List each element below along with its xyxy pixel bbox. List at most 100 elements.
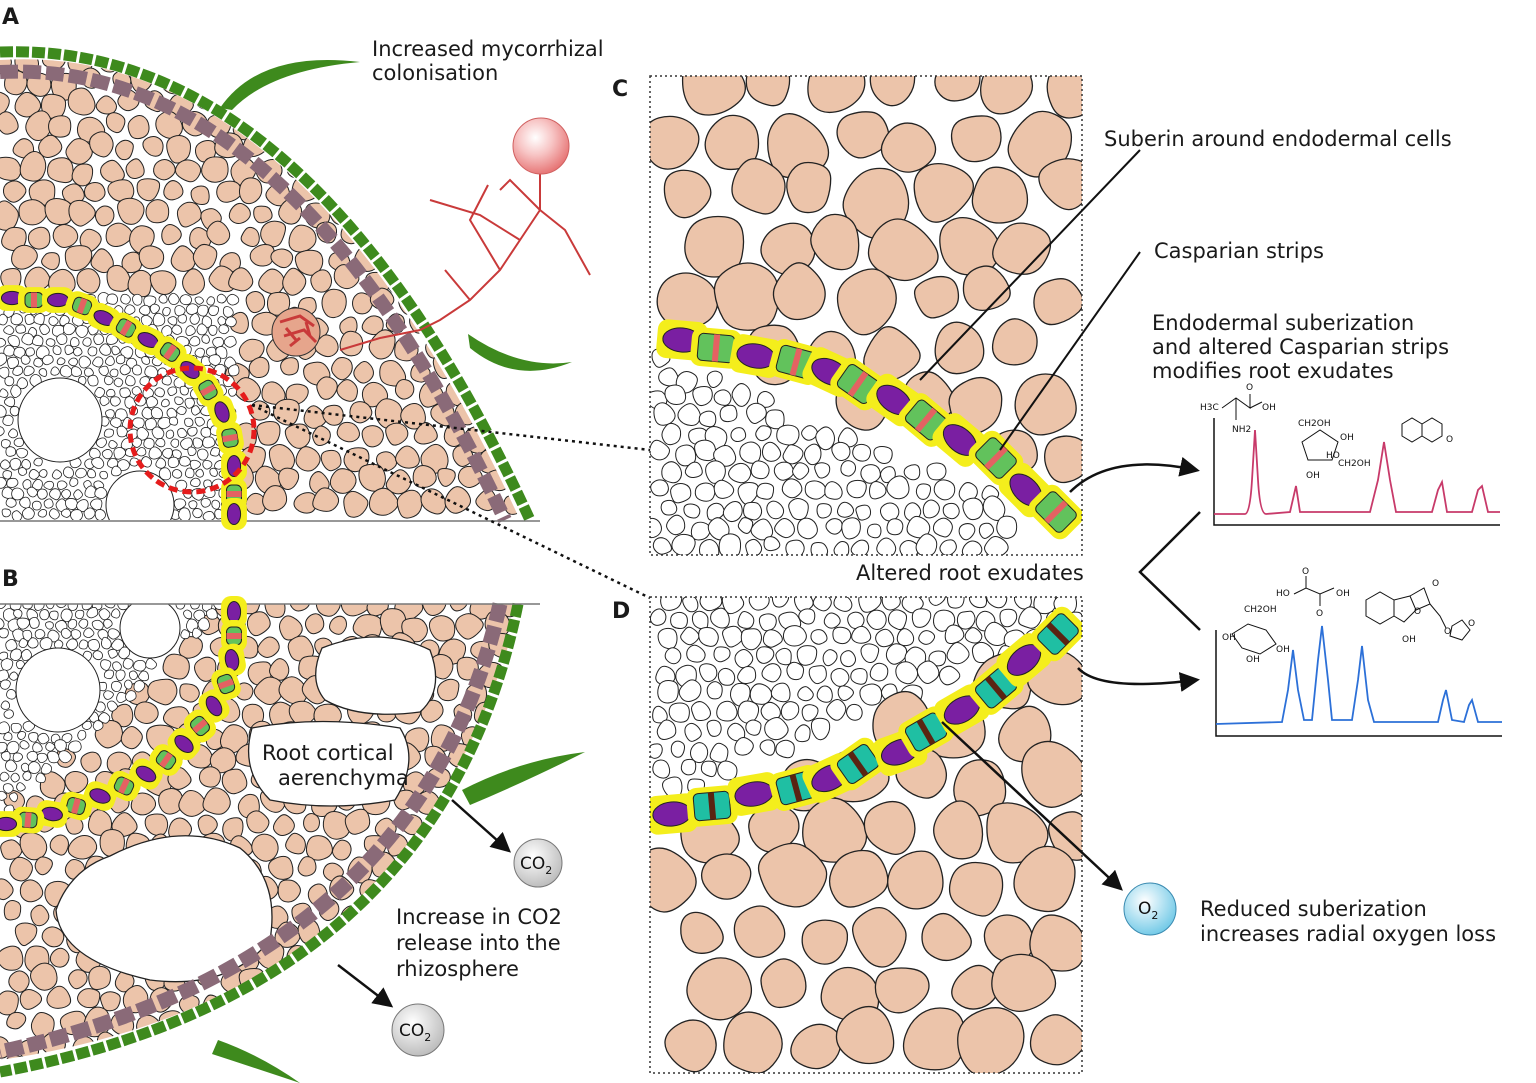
cell: [264, 604, 286, 619]
cell: [814, 462, 831, 479]
cell: [331, 357, 353, 381]
chem-glucose-oh-2: OH: [1246, 655, 1260, 665]
chem-glucose-ch2oh: CH2OH: [1244, 605, 1277, 615]
cell: [699, 597, 723, 612]
cell: [852, 907, 907, 968]
cell: [840, 650, 857, 668]
cell: [257, 636, 280, 658]
cell: [428, 94, 452, 120]
cell: [158, 467, 172, 481]
cell: [288, 224, 317, 253]
chem-coumarin: [1401, 417, 1443, 443]
cell: [68, 199, 96, 227]
cell: [5, 446, 17, 457]
cell: [24, 266, 51, 292]
cell: [303, 813, 320, 833]
panel-b-epidermis: [0, 602, 524, 1078]
cell: [67, 740, 82, 753]
cell: [28, 469, 40, 480]
cell: [788, 498, 809, 521]
cell: [463, 310, 486, 331]
cell: [412, 465, 437, 488]
cell: [875, 628, 895, 648]
cell: [786, 661, 805, 681]
cell: [122, 658, 134, 670]
cell: [132, 293, 143, 306]
cell: [657, 680, 679, 704]
cell: [775, 739, 795, 759]
cell: [115, 354, 126, 365]
cell: [281, 990, 302, 1010]
chromatogram-top-trace: [1214, 429, 1500, 515]
casparian-label: Casparian strips: [1154, 239, 1324, 263]
cell: [0, 111, 19, 135]
cell: [40, 762, 52, 775]
chem-strigo-oh: OH: [1402, 635, 1416, 645]
cell: [106, 293, 119, 305]
panel-b-root-hair-bottom: [212, 1040, 300, 1083]
cell: [127, 269, 152, 298]
cell: [91, 619, 104, 631]
cell: [370, 180, 397, 209]
cell: [762, 441, 782, 462]
cell: [56, 333, 68, 345]
cell: [103, 690, 114, 700]
cell: [48, 316, 59, 326]
cell: [41, 354, 54, 366]
panel-b-root-hair-right: [462, 752, 585, 805]
cell: [212, 1010, 237, 1034]
cell: [880, 122, 937, 173]
cell: [138, 304, 151, 316]
cell: [201, 334, 210, 344]
cell: [28, 732, 39, 743]
co2-arrow-2: [337, 964, 394, 1008]
cell: [111, 345, 121, 356]
cell: [826, 698, 847, 721]
cell: [184, 397, 195, 409]
cell: [104, 375, 114, 386]
cell: [34, 856, 53, 876]
cell: [2, 470, 13, 480]
cell: [841, 517, 861, 540]
zoom-highlight-circle: [127, 365, 257, 495]
cell: [441, 1052, 469, 1060]
cell: [656, 719, 677, 740]
cell: [113, 377, 124, 388]
cell: [67, 834, 98, 860]
cell: [251, 985, 275, 1010]
cell: [322, 404, 344, 426]
cell: [33, 357, 44, 368]
cell: [277, 1033, 305, 1060]
cell: [0, 604, 7, 609]
cell: [706, 719, 722, 737]
cell: [125, 158, 145, 179]
cell: [225, 316, 237, 328]
cell: [64, 770, 89, 794]
cell: [131, 364, 142, 376]
cell: [376, 140, 401, 164]
cell: [49, 610, 59, 621]
cell: [56, 357, 66, 366]
cell: [713, 646, 731, 663]
cell: [190, 477, 201, 488]
cell: [506, 399, 520, 421]
cell: [132, 417, 145, 429]
cell: [978, 522, 995, 539]
cell: [61, 489, 72, 500]
cell: [209, 467, 218, 477]
cell: [869, 76, 916, 107]
cell: [0, 156, 22, 181]
panel-d-altered-endodermis-detail: D: [612, 596, 1083, 1074]
cell: [161, 375, 172, 386]
cell: [192, 627, 203, 639]
cell: [867, 523, 882, 539]
cell: [506, 445, 520, 469]
cell: [957, 1007, 1025, 1073]
cell: [86, 606, 99, 619]
cell: [353, 361, 374, 384]
cell: [154, 387, 165, 398]
cell: [650, 517, 662, 539]
cell: [184, 417, 194, 427]
cell: [903, 464, 921, 481]
cell: [128, 670, 138, 681]
